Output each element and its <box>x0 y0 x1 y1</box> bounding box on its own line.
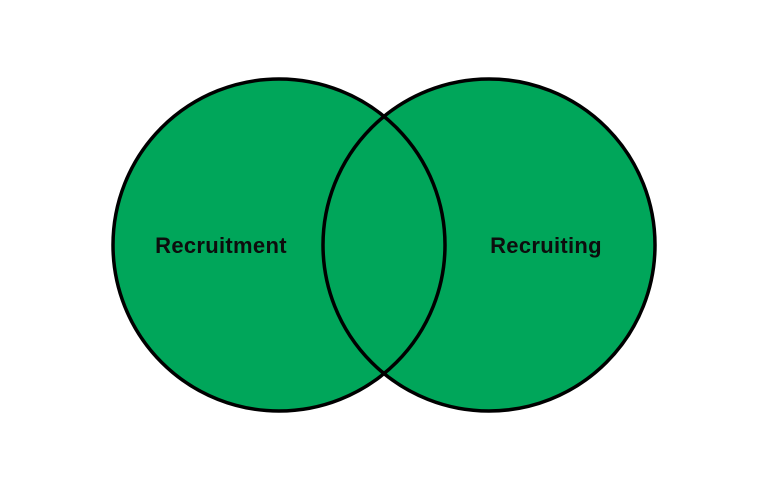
left-set-label: Recruitment <box>155 233 287 258</box>
right-set-label: Recruiting <box>490 233 602 258</box>
left-circle-outline <box>111 77 447 413</box>
right-circle-fill <box>323 79 655 411</box>
right-circle-outline <box>321 77 657 413</box>
